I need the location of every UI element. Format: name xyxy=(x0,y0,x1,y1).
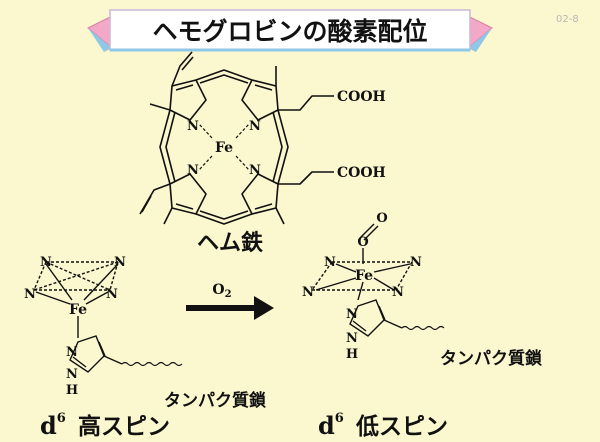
right-spin-label: 低スピン xyxy=(355,414,448,440)
left-his-n-bottom: N xyxy=(66,367,78,382)
reaction-arrow: O2 xyxy=(186,282,274,320)
right-spin-d: d xyxy=(318,411,335,440)
reaction-reagent: O xyxy=(212,282,224,298)
left-n-1: N xyxy=(40,255,52,270)
left-his-h: H xyxy=(66,383,78,398)
right-o-upper: O xyxy=(376,211,387,226)
pyrrole-ring-bottom-right xyxy=(241,173,279,215)
corner-note: 02-8 xyxy=(556,14,579,25)
heme-structure xyxy=(139,51,334,225)
left-spin-state: d6 高スピン xyxy=(40,411,170,440)
right-n-3: N xyxy=(302,285,314,300)
pyrrole-ring-top-left xyxy=(169,79,207,121)
left-protein-chain-wave xyxy=(121,361,183,367)
right-n-1: N xyxy=(324,255,336,270)
heme-cooh-top: COOH xyxy=(337,89,386,105)
title-banner: ヘモグロビンの酸素配位 xyxy=(87,9,493,52)
right-n-2: N xyxy=(410,255,422,270)
banner-left-ribbon-blue xyxy=(88,28,112,52)
banner-right-ribbon-blue xyxy=(468,28,492,52)
heme-n-bottom-left: N xyxy=(187,163,199,178)
heme-n-top-right: N xyxy=(249,119,261,134)
pyrrole-ring-top-right xyxy=(241,79,279,121)
right-spin-sup: 6 xyxy=(335,411,344,426)
heme-atom-labels: N N N N Fe COOH COOH xyxy=(187,89,386,181)
heme-fe-label: Fe xyxy=(215,140,233,156)
right-complex-bonds xyxy=(311,223,413,337)
right-spin-state: d6 低スピン xyxy=(318,411,448,440)
right-o-lower: O xyxy=(357,235,368,250)
left-n-4: N xyxy=(106,287,118,302)
left-fe-label: Fe xyxy=(69,302,87,318)
left-complex-labels: N N N N Fe N N H タンパク質鎖 xyxy=(24,255,267,411)
heme-n-top-left: N xyxy=(187,119,199,134)
right-complex-labels: O O N N N N Fe N N H タンパク質鎖 xyxy=(302,211,543,369)
svg-text:O2: O2 xyxy=(212,282,231,300)
left-complex-bonds xyxy=(33,261,123,373)
left-spin-label: 高スピン xyxy=(78,413,170,440)
left-his-n: N xyxy=(66,345,78,360)
heme-n-bottom-right: N xyxy=(249,163,261,178)
left-chain-label: タンパク質鎖 xyxy=(164,390,267,411)
left-spin-sup: 6 xyxy=(57,411,66,426)
right-chain-label: タンパク質鎖 xyxy=(440,348,543,369)
right-his-h: H xyxy=(346,347,358,362)
left-n-3: N xyxy=(24,287,36,302)
heme-cooh-bottom: COOH xyxy=(337,165,386,181)
pyrrole-ring-bottom-left xyxy=(169,173,207,215)
right-fe-label: Fe xyxy=(355,268,373,284)
right-his-n: N xyxy=(346,307,358,322)
svg-text:d6: d6 xyxy=(318,411,344,440)
svg-text:d6: d6 xyxy=(40,411,66,440)
reaction-reagent-sub: 2 xyxy=(225,289,232,300)
right-protein-chain-wave xyxy=(401,325,445,331)
left-spin-d: d xyxy=(40,411,57,440)
heme-name: ヘム鉄 xyxy=(197,230,263,256)
right-n-4: N xyxy=(392,285,404,300)
left-n-2: N xyxy=(114,255,126,270)
right-his-n-bottom: N xyxy=(346,331,358,346)
page-title: ヘモグロビンの酸素配位 xyxy=(152,17,427,46)
